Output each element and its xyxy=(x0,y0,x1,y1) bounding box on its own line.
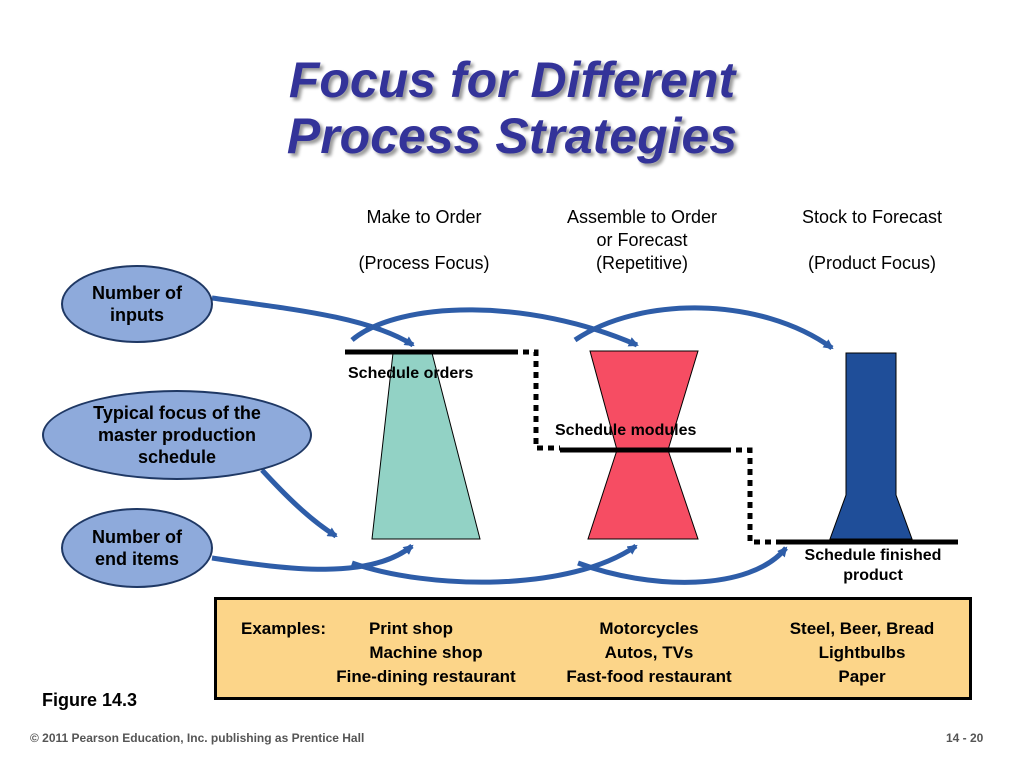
examples-process: Print shop Machine shop Fine-dining rest… xyxy=(336,619,516,686)
examples-repetitive: Motorcycles Autos, TVs Fast-food restaur… xyxy=(566,619,732,686)
arrow-end-items-to-process xyxy=(211,544,414,572)
column-heading-stock-to-forecast: Stock to Forecast (Product Focus) xyxy=(801,207,943,273)
arrow-inputs-to-process xyxy=(211,295,415,348)
schedule-finished-label: Schedule finished product xyxy=(804,547,942,584)
title-line-2: Process Strategies xyxy=(286,108,738,164)
dotted-connector-2 xyxy=(725,447,776,545)
repetitive-focus-shape xyxy=(587,350,699,540)
arrow-to-product-bottom xyxy=(577,546,788,585)
title-line-1: Focus for Different xyxy=(288,52,736,108)
schedule-modules-label: Schedule modules xyxy=(555,422,697,439)
examples-product: Steel, Beer, Bread Lightbulbs Paper xyxy=(789,619,935,686)
arrow-mps-down xyxy=(260,468,338,539)
slide-title: Focus for Different Process Strategies xyxy=(0,52,1024,164)
arrow-to-repetitive-bottom xyxy=(351,543,638,585)
column-heading-assemble-to-order: Assemble to Order or Forecast (Repetitiv… xyxy=(566,207,718,273)
oval-number-of-end-items: Number of end items xyxy=(61,508,213,588)
oval-master-production-schedule: Typical focus of the master production s… xyxy=(42,390,312,480)
examples-box: Examples: Print shop Machine shop Fine-d… xyxy=(214,597,972,700)
schedule-orders-label: Schedule orders xyxy=(348,365,474,382)
arrow-to-product xyxy=(573,305,834,351)
dotted-connector-1 xyxy=(512,349,560,451)
footer-copyright: © 2011 Pearson Education, Inc. publishin… xyxy=(30,731,365,745)
column-heading-make-to-order: Make to Order (Process Focus) xyxy=(358,207,490,273)
footer-page-number: 14 - 20 xyxy=(946,731,984,745)
product-focus-shape xyxy=(829,352,913,540)
figure-label: Figure 14.3 xyxy=(42,690,138,710)
examples-label: Examples: xyxy=(241,619,327,638)
oval-number-of-inputs: Number of inputs xyxy=(61,265,213,343)
